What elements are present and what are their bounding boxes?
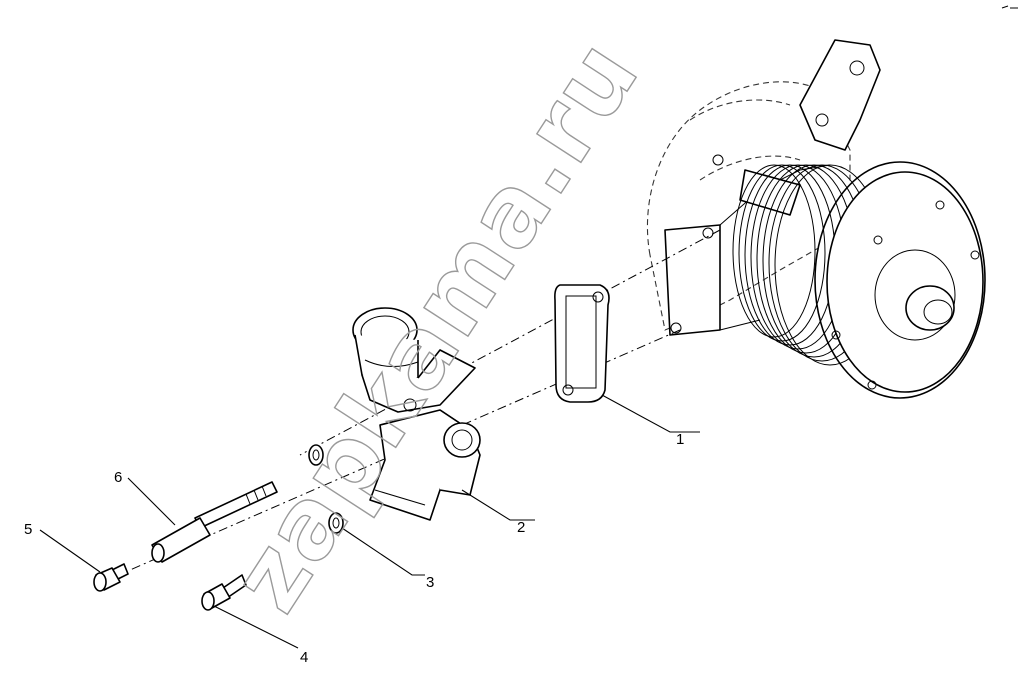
- leader-lines: [39, 394, 700, 649]
- corner-mark: [1001, 5, 1018, 9]
- callout-6: 6: [114, 469, 122, 486]
- callout-3: 3: [426, 574, 434, 591]
- water-pump-assembly: [646, 39, 986, 399]
- leader-6: [127, 477, 176, 526]
- leader-4: [213, 605, 299, 649]
- callout-5: 5: [24, 521, 32, 538]
- pump-pulley: [732, 161, 986, 399]
- part-6-stud: [151, 481, 278, 563]
- callout-4: 4: [300, 649, 308, 666]
- leader-2: [461, 489, 535, 521]
- leader-5: [39, 529, 101, 573]
- part-1-gasket: [554, 284, 610, 403]
- callout-2: 2: [517, 519, 525, 536]
- part-5-bolt: [93, 563, 129, 592]
- leader-3: [341, 527, 425, 576]
- axis-line-upper: [299, 229, 721, 456]
- leader-1: [601, 394, 700, 433]
- part-3-washers: [308, 444, 344, 534]
- callout-1: 1: [676, 431, 684, 448]
- part-4-bolt: [201, 574, 247, 611]
- part-2-outlet-housing: [352, 307, 481, 521]
